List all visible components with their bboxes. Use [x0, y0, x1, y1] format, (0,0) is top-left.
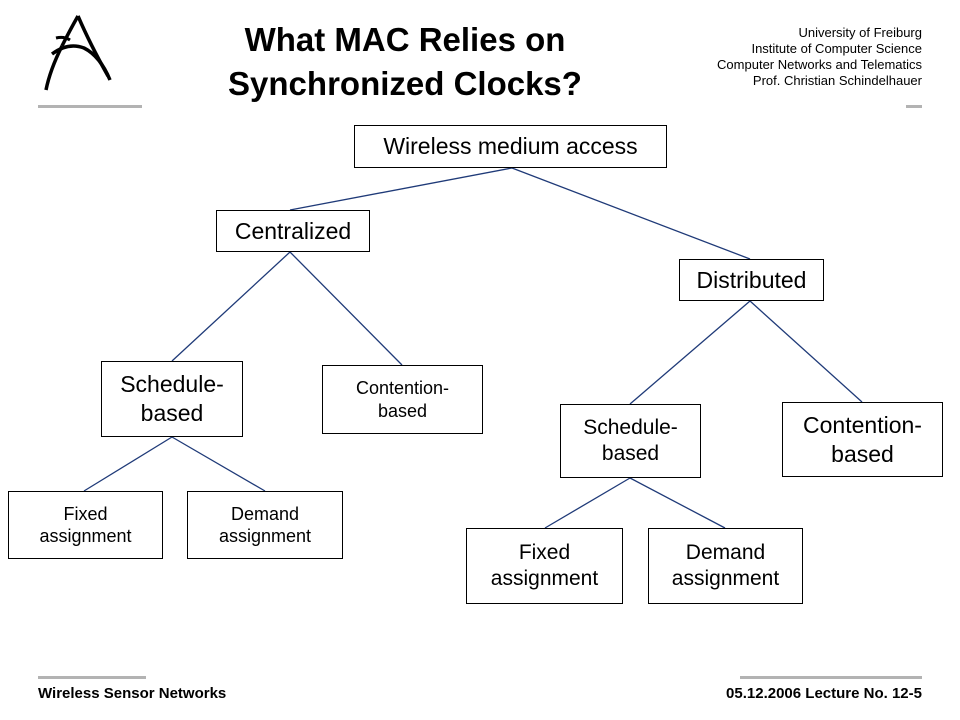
- node-centralized-fixed-assignment: Fixed assignment: [8, 491, 163, 559]
- node-centralized-contention-based: Contention- based: [322, 365, 483, 434]
- edge-cschedule-fixed: [83, 436, 173, 492]
- footer-rule-right: [740, 676, 922, 679]
- edge-centralized-schedule: [171, 251, 291, 362]
- footer-date-lecture: 05.12.2006 Lecture No. 12-5: [726, 685, 922, 702]
- edge-dschedule-fixed: [544, 477, 631, 529]
- footer-rule-left: [38, 676, 146, 679]
- edge-root-distributed: [511, 167, 751, 260]
- node-centralized-schedule-based: Schedule- based: [101, 361, 243, 437]
- node-centralized: Centralized: [216, 210, 370, 252]
- node-wireless-medium-access: Wireless medium access: [354, 125, 667, 168]
- footer-course: Wireless Sensor Networks: [38, 685, 227, 702]
- institution-info: University of Freiburg Institute of Comp…: [717, 25, 922, 88]
- edge-dschedule-demand: [629, 477, 726, 529]
- slide-title: What MAC Relies on Synchronized Clocks?: [228, 21, 582, 102]
- header-rule-right: [906, 105, 922, 108]
- edge-distributed-schedule: [629, 300, 751, 405]
- node-distributed-demand-assignment: Demand assignment: [648, 528, 803, 604]
- edge-distributed-contention: [749, 300, 863, 403]
- university-logo: [44, 15, 112, 91]
- node-distributed-contention-based: Contention- based: [782, 402, 943, 477]
- node-centralized-demand-assignment: Demand assignment: [187, 491, 343, 559]
- node-distributed: Distributed: [679, 259, 824, 301]
- node-distributed-schedule-based: Schedule- based: [560, 404, 701, 478]
- header-rule-left: [38, 105, 142, 108]
- edge-cschedule-demand: [171, 436, 266, 492]
- edge-root-centralized: [289, 167, 513, 211]
- edge-centralized-contention: [289, 251, 403, 366]
- node-distributed-fixed-assignment: Fixed assignment: [466, 528, 623, 604]
